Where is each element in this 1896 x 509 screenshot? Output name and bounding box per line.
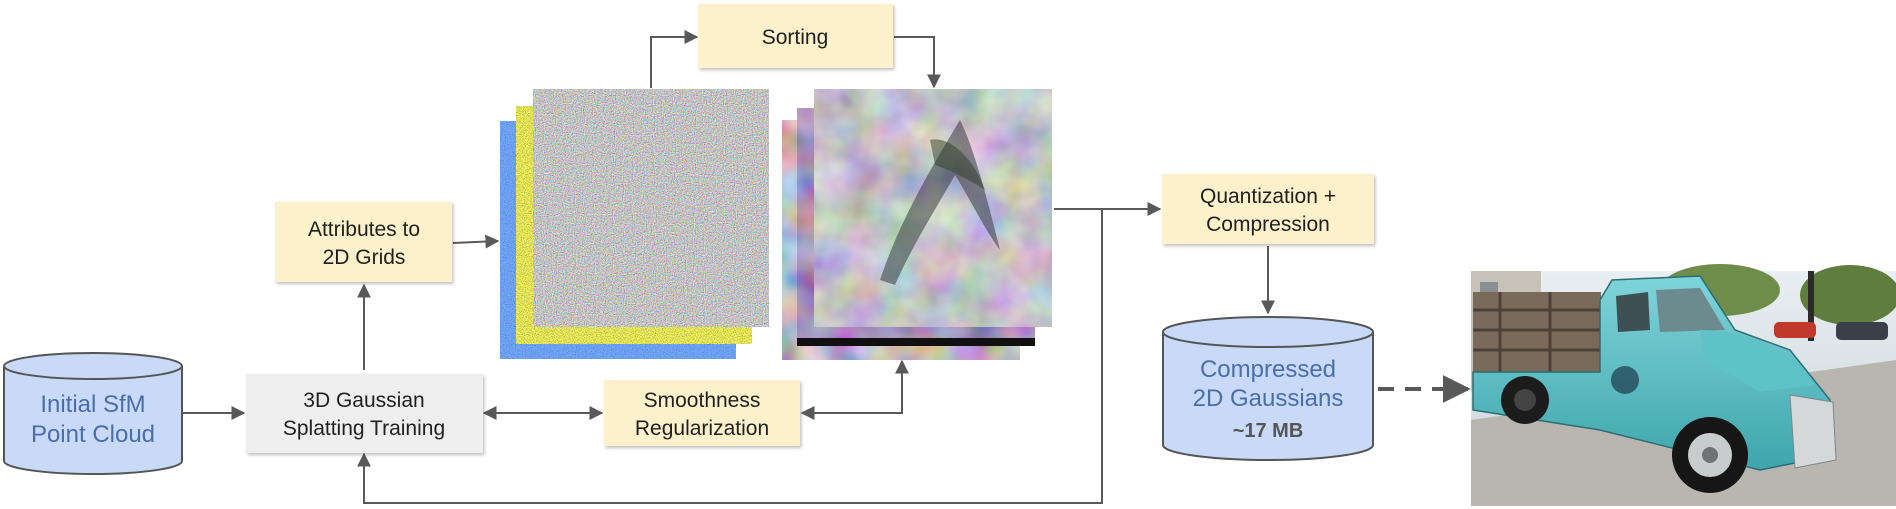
smooth-texture-icon xyxy=(814,89,1052,327)
compressed-size-label: ~17 MB xyxy=(1233,420,1304,442)
training-label-line2: Splatting Training xyxy=(283,417,445,440)
database-compressed-2d-gaussians: Compressed 2D Gaussians ~17 MB xyxy=(1162,316,1374,461)
quantization-label-line1: Quantization + xyxy=(1200,185,1336,208)
arrow-smoothness-to-sorted-grids xyxy=(800,359,909,420)
smoothness-label-line1: Smoothness xyxy=(644,389,761,412)
arrow-attributes-to-grids xyxy=(452,234,500,249)
sorted-grid-stack xyxy=(782,89,1052,360)
connectors xyxy=(182,30,1471,504)
sfm-label-line1: Initial SfM xyxy=(40,391,145,418)
compressed-label-line1: Compressed xyxy=(1200,356,1336,383)
sorting-label: Sorting xyxy=(762,26,829,49)
unsorted-grid-stack xyxy=(500,89,769,359)
smoothness-label-line2: Regularization xyxy=(635,417,769,440)
box-sorting: Sorting xyxy=(698,4,893,68)
arrow-grids-to-sorting xyxy=(650,30,699,88)
compressed-label-line2: 2D Gaussians xyxy=(1193,385,1344,412)
box-3d-gaussian-training: 3D Gaussian Splatting Training xyxy=(246,374,483,453)
database-initial-sfm: Initial SfM Point Cloud xyxy=(3,352,183,475)
sfm-label-line2: Point Cloud xyxy=(31,421,155,448)
arrow-sorting-to-sorted-grids xyxy=(894,36,941,89)
box-attributes-to-2d-grids: Attributes to 2D Grids xyxy=(275,202,452,282)
box-quantization-compression: Quantization + Compression xyxy=(1162,174,1374,244)
noise-texture-icon xyxy=(533,89,769,327)
training-label-line1: 3D Gaussian xyxy=(303,389,424,412)
quantization-label-line2: Compression xyxy=(1206,213,1330,236)
attributes-label-line2: 2D Grids xyxy=(323,246,406,269)
truck-photo-icon xyxy=(1471,264,1896,506)
feedback-loop-arrow xyxy=(357,209,1103,504)
attributes-label-line1: Attributes to xyxy=(308,218,420,241)
box-smoothness-regularization: Smoothness Regularization xyxy=(604,380,800,446)
